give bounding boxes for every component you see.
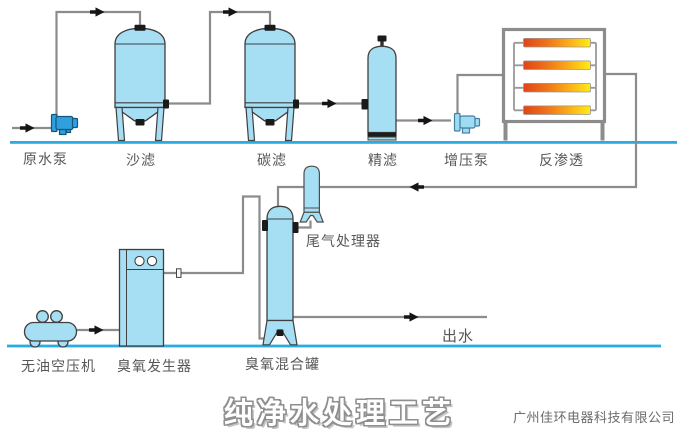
ro-membrane-4 [523, 105, 591, 115]
mixing-tank-right-fitting [292, 222, 299, 233]
booster-pump-outlet [461, 127, 471, 134]
raw-pump-body [55, 115, 74, 131]
pipes [12, 10, 638, 340]
flow-arrow-outlet [404, 312, 419, 322]
label-raw-water-pump: 原水泵 [23, 151, 68, 167]
booster-pump-flange [453, 112, 461, 132]
ozone-generator-icon [118, 248, 165, 347]
ozone-mixing-tank-vessel [262, 205, 299, 346]
diagram-title: 纯净水处理工艺 [223, 398, 455, 430]
label-air-compressor: 无油空压机 [21, 358, 96, 374]
compressor-tank [23, 321, 78, 342]
mixing-tank-bottom-fitting [276, 329, 284, 336]
raw-pump-cap [71, 117, 79, 129]
label-water-outlet: 出水 [442, 328, 475, 345]
company-name: 广州佳环电器科技有限公司 [512, 410, 675, 425]
air-compressor-icon [23, 310, 78, 348]
fine-filter-stem [380, 41, 384, 48]
ozone-line-connector [176, 268, 182, 278]
label-ozone-mixing-tank: 臭氧混合罐 [245, 356, 320, 372]
raw-water-pump-icon [50, 113, 79, 136]
fine-filter-base [367, 136, 397, 141]
fine-filter-vessel [361, 35, 397, 141]
reverse-osmosis-unit [501, 27, 607, 141]
flow-arrow-inlet [20, 123, 35, 133]
booster-pump-icon [453, 112, 481, 134]
ro-manifolds [513, 42, 597, 111]
fine-filter-band [367, 132, 397, 137]
fine-filter-inlet-tee [361, 99, 368, 110]
tail-gas-processor-vessel [299, 165, 325, 223]
pipe-ro-to-mixing-tank [276, 72, 638, 208]
compressor-head-left [36, 310, 49, 323]
label-sand-filter: 沙滤 [126, 152, 156, 168]
mixing-tank-body [266, 205, 294, 322]
pipe-sand-to-carbon [165, 10, 272, 105]
ro-membrane-1 [523, 38, 591, 48]
booster-pump-cap [474, 117, 481, 127]
tail-gas-skirt [299, 211, 325, 223]
pipe-booster-to-ro [456, 73, 504, 114]
flow-arrow-top2 [223, 7, 238, 17]
label-booster-pump: 增压泵 [444, 152, 489, 168]
flow-arrow-ro-return [409, 182, 424, 192]
flow-arrow-fine-booster [418, 115, 433, 126]
ro-membranes [523, 38, 591, 115]
booster-pump-body [459, 115, 476, 129]
tail-gas-body [303, 165, 321, 213]
ro-membrane-3 [523, 83, 591, 93]
ro-frame [501, 27, 607, 124]
generator-gauge-right [146, 255, 158, 267]
pipe-generator-to-mixing-tank [163, 195, 267, 340]
ro-stubs [514, 41, 596, 112]
fine-filter-top-cap [377, 35, 387, 42]
label-tail-gas-processor: 尾气处理器 [306, 233, 381, 249]
flow-arrow-compressor [89, 325, 104, 335]
ground-line-bottom [7, 344, 661, 348]
ground-line-top [10, 141, 677, 144]
carbon-filter-tank [244, 24, 300, 142]
flow-arrow-carbon-fine [322, 98, 337, 109]
pipe-tank-to-tailgas [298, 220, 312, 229]
label-ozone-generator: 臭氧发生器 [117, 358, 192, 374]
label-carbon-filter: 碳滤 [257, 152, 287, 168]
ro-membrane-2 [523, 60, 591, 70]
flow-arrow-top1 [90, 7, 105, 17]
sand-filter-tank [114, 24, 170, 142]
compressor-head-right [50, 310, 63, 323]
generator-panel-lines [126, 249, 164, 346]
fine-filter-body [367, 45, 397, 134]
label-fine-filter: 精滤 [368, 152, 398, 168]
mixing-tank-left-fitting [262, 220, 268, 231]
label-reverse-osmosis: 反渗透 [539, 152, 584, 168]
generator-gauge-left [134, 255, 145, 267]
flow-arrows [20, 7, 433, 335]
ro-legs [503, 121, 605, 141]
